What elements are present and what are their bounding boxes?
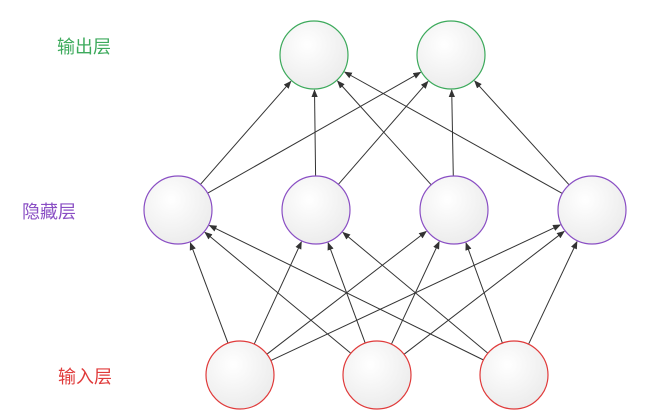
edge-hidden-3-to-output-1 (336, 80, 432, 186)
edge-hidden-2-to-output-2 (337, 80, 429, 185)
edge-hidden-2-to-output-1 (311, 89, 318, 177)
edge-hidden-3-to-output-2 (448, 89, 456, 177)
edge-input-3-to-hidden-2 (342, 231, 489, 354)
input-neuron-2 (342, 340, 412, 410)
input-layer-label: 输入层 (58, 367, 112, 388)
output-layer-label: 输出层 (57, 37, 111, 58)
edge-hidden-1-to-output-1 (200, 80, 292, 185)
connections (189, 71, 578, 362)
output-neuron-1 (279, 20, 349, 90)
edge-input-2-to-hidden-1 (204, 231, 352, 354)
edge-hidden-1-to-output-2 (207, 71, 422, 194)
neurons (143, 20, 627, 410)
input-neuron-1 (205, 340, 275, 410)
input-neuron-3 (479, 340, 549, 410)
edge-hidden-4-to-output-2 (474, 80, 570, 186)
hidden-layer-label: 隐藏层 (22, 202, 76, 223)
edge-input-1-to-hidden-1 (189, 242, 229, 344)
hidden-neuron-4 (557, 175, 627, 245)
output-neuron-2 (416, 20, 486, 90)
edge-input-3-to-hidden-3 (465, 242, 503, 344)
hidden-neuron-2 (281, 175, 351, 245)
hidden-neuron-1 (143, 175, 213, 245)
hidden-neuron-3 (419, 175, 489, 245)
edge-hidden-4-to-output-1 (343, 71, 563, 194)
edge-input-3-to-hidden-4 (528, 240, 578, 345)
edge-input-3-to-hidden-1 (208, 224, 484, 361)
